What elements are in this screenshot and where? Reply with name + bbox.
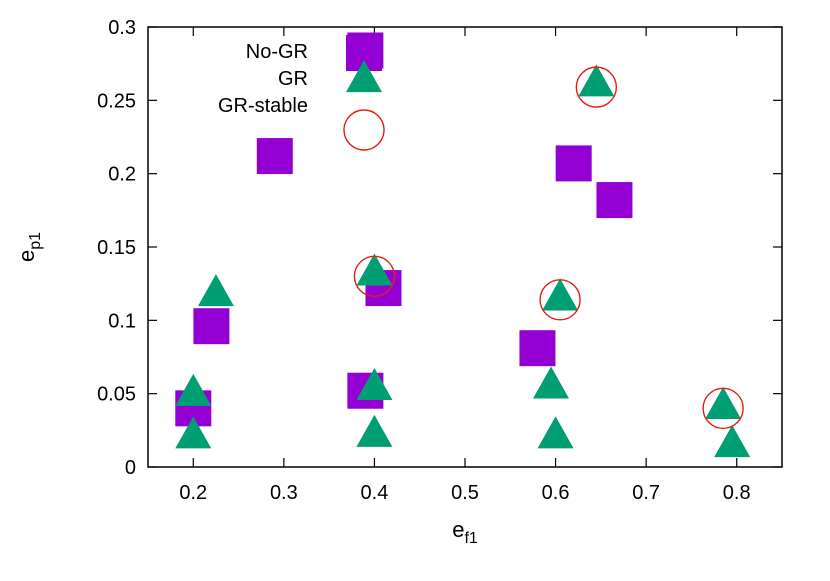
point-square: [555, 145, 592, 182]
y-axis-label: ep1: [14, 232, 44, 262]
point-triangle: [197, 274, 234, 307]
legend-marker-open-circle: [343, 109, 385, 151]
point-square: [596, 182, 633, 219]
y-axis-label-base: e: [14, 250, 39, 262]
y-tick-label: 0: [125, 457, 136, 479]
point-square: [256, 138, 293, 175]
point-triangle: [356, 253, 393, 286]
y-tick-label: 0.1: [108, 310, 136, 332]
x-tick-label: 0.5: [451, 482, 479, 504]
point-triangle: [578, 64, 615, 97]
plot-frame: [147, 26, 783, 468]
y-tick-label: 0.25: [97, 90, 136, 112]
axis-ticks: 0.2 0.3 0.4 0.5 0.6 0.7 0.8 0 0.05 0.1 0.15 0.2 0.25…: [97, 17, 782, 504]
point-triangle: [537, 416, 574, 449]
x-tick-label: 0.8: [723, 482, 751, 504]
point-triangle: [533, 366, 570, 399]
x-tick-label: 0.6: [542, 482, 570, 504]
point-triangle: [705, 387, 742, 420]
point-triangle: [542, 278, 579, 311]
y-tick-label: 0.05: [97, 384, 136, 406]
point-triangle: [356, 414, 393, 447]
x-tick-label: 0.2: [179, 482, 207, 504]
x-tick-label: 0.3: [270, 482, 298, 504]
y-axis-label-sub: p1: [27, 232, 44, 250]
point-triangle: [714, 425, 751, 458]
point-triangle: [356, 367, 393, 400]
legend-label: GR-stable: [218, 95, 308, 117]
point-square: [519, 330, 556, 367]
legend: No-GR GR GR-stable: [218, 35, 385, 151]
point-square: [193, 308, 230, 345]
x-axis-label-sub: f1: [464, 530, 477, 547]
x-axis-label-base: e: [452, 517, 464, 542]
y-tick-label: 0.3: [108, 17, 136, 39]
x-tick-label: 0.7: [632, 482, 660, 504]
point-open-circle: [575, 66, 618, 108]
point-triangle: [175, 416, 212, 449]
point-triangle: [175, 373, 212, 406]
legend-label: No-GR: [246, 41, 308, 63]
legend-marker-triangle: [346, 60, 382, 93]
y-tick-label: 0.15: [97, 237, 136, 259]
x-tick-label: 0.4: [361, 482, 389, 504]
y-tick-label: 0.2: [108, 164, 136, 186]
x-axis-label: ef1: [452, 517, 478, 547]
point-open-circle: [353, 255, 396, 298]
legend-label: GR: [278, 68, 308, 90]
point-open-circle: [702, 387, 744, 430]
point-open-circle: [539, 279, 581, 321]
